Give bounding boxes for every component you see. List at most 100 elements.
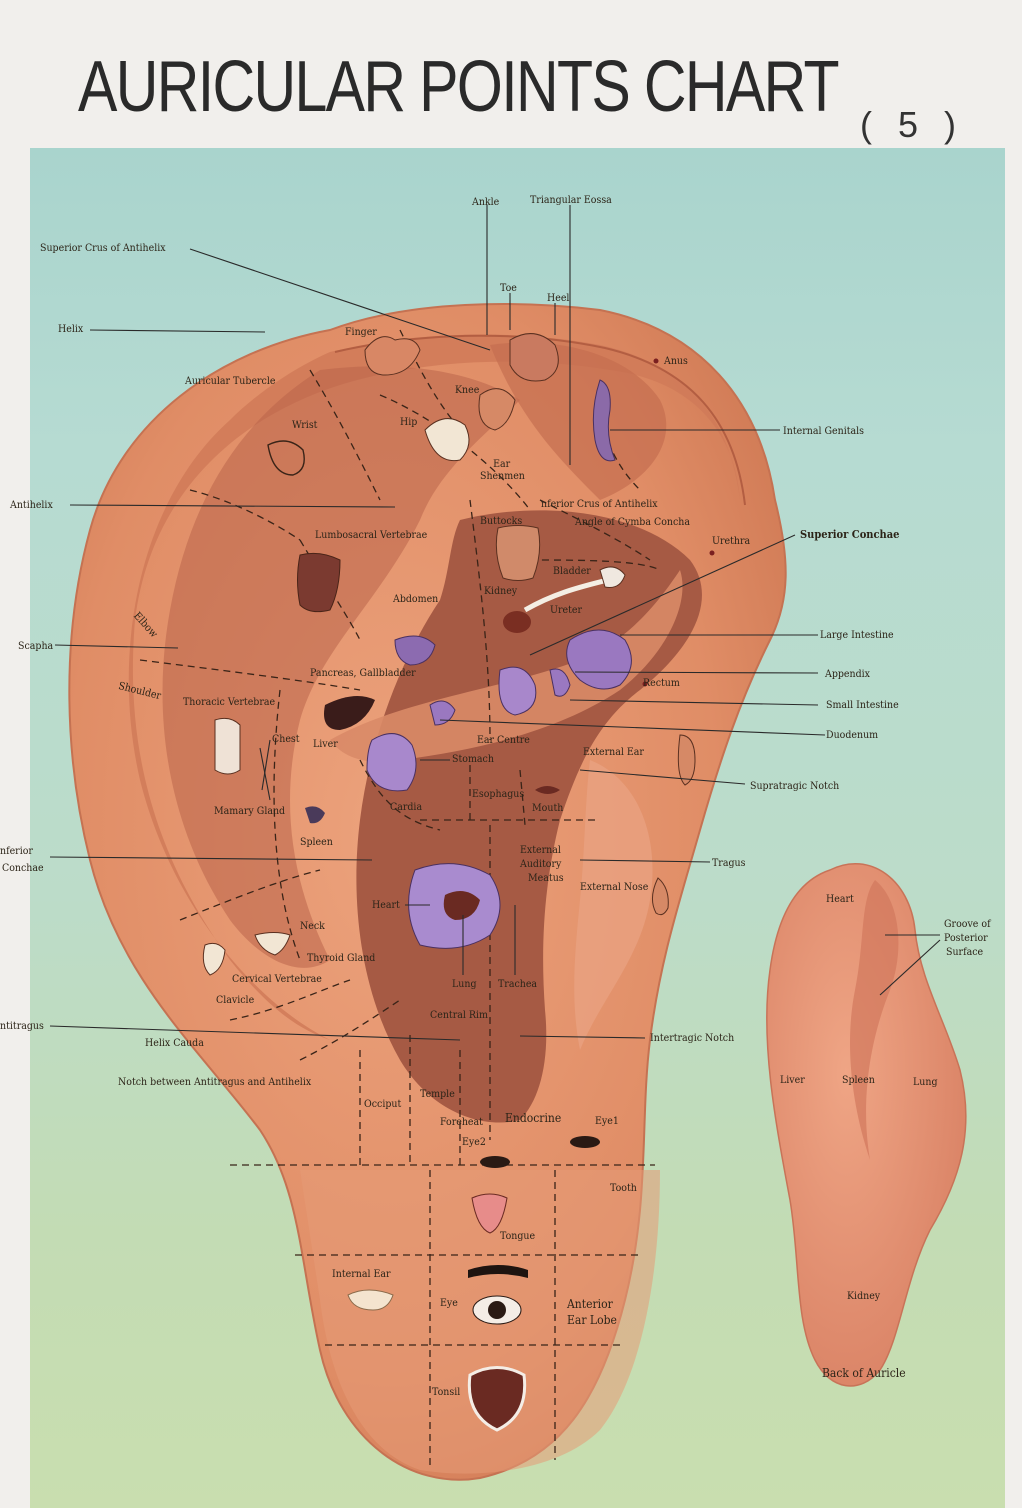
- label-bladder: Bladder: [553, 565, 591, 577]
- label-internal-genitals: Internal Genitals: [783, 425, 865, 437]
- organ-illustrations: [202, 333, 715, 1432]
- antihelix-region: [162, 366, 520, 968]
- label-thoracic: Thoracic Vertebrae: [183, 696, 276, 708]
- label-superior-conchae: Superior Conchae: [800, 528, 900, 541]
- genitals-drawing: [592, 379, 616, 462]
- zone-boundaries: [139, 329, 661, 1470]
- mouth-drawing: [535, 786, 560, 794]
- tonsil-drawing: [467, 1366, 527, 1432]
- triangular-fossa-region: [490, 342, 667, 500]
- clavicle-drawing: [202, 942, 226, 976]
- ear-lobe-region: [300, 1170, 660, 1474]
- lumbosacral-drawing: [297, 552, 341, 613]
- label-intertragic-notch: Intertragic Notch: [650, 1032, 735, 1044]
- label-large-intestine: Large Intestine: [820, 629, 894, 641]
- eye2-drawing: [480, 1156, 510, 1168]
- label-duodenum: Duodenum: [826, 729, 879, 741]
- tragus-region: [574, 760, 653, 1050]
- label-external-nose: External Nose: [580, 881, 649, 893]
- label-antitragus: ntitragus: [0, 1020, 44, 1032]
- plate-number: ( 5 ): [859, 104, 964, 145]
- eye1-drawing: [570, 1136, 600, 1148]
- label-tooth: Tooth: [610, 1182, 637, 1194]
- label-eye1: Eye1: [595, 1115, 619, 1127]
- tongue-drawing: [471, 1193, 508, 1234]
- label-external-auditory-line1: External: [520, 844, 561, 856]
- chest-drawing: [214, 717, 241, 775]
- finger-drawing: [364, 336, 421, 376]
- back-leader-lines: [879, 934, 941, 996]
- label-central-rim: Central Rim: [430, 1009, 488, 1021]
- label-stomach: Stomach: [452, 753, 494, 765]
- back-label-heart: Heart: [826, 893, 854, 905]
- label-ear-centre: Ear Centre: [477, 734, 530, 746]
- label-buttocks: Buttocks: [480, 515, 523, 527]
- nose-drawing: [652, 877, 669, 916]
- duodenum-drawing: [429, 700, 456, 726]
- label-inferior-conchae-line2: Conchae: [2, 862, 44, 874]
- heart-drawing: [443, 891, 480, 920]
- label-chest: Chest: [272, 733, 300, 745]
- bladder-drawing: [599, 566, 626, 588]
- label-auricular-tubercle: Auricular Tubercle: [185, 375, 276, 387]
- label-ankle: Ankle: [472, 196, 500, 208]
- label-esophagus: Esophagus: [472, 788, 525, 800]
- back-label-groove-line1: Groove of: [944, 918, 991, 930]
- back-label-groove-line3: Surface: [946, 946, 984, 958]
- label-inferior-crus: nferior Crus of Antihelix: [541, 498, 658, 510]
- label-small-intestine: Small Intestine: [826, 699, 899, 711]
- back-label-groove-line2: Posterior: [944, 932, 988, 944]
- label-heart: Heart: [372, 899, 400, 911]
- back-label-lung: Lung: [913, 1076, 938, 1088]
- back-label-spleen: Spleen: [842, 1074, 875, 1086]
- appendix-drawing: [549, 668, 571, 697]
- label-superior-crus: Superior Crus of Antihelix: [40, 242, 166, 254]
- stomach-drawing: [366, 733, 417, 792]
- eyebrow-drawing: [468, 1265, 528, 1278]
- liver-drawing: [324, 696, 375, 730]
- label-antihelix: Antihelix: [10, 499, 53, 511]
- cervical-drawing: [254, 932, 291, 956]
- label-helix-cauda: Helix Cauda: [145, 1037, 204, 1049]
- chart-title: AURICULAR POINTS CHART: [78, 47, 840, 127]
- label-trachea: Trachea: [498, 978, 538, 990]
- label-supratragic: Supratragic Notch: [750, 780, 840, 792]
- label-triangular-fossa: Triangular Eossa: [530, 194, 612, 206]
- label-heel: Heel: [547, 292, 570, 304]
- label-urethra: Urethra: [712, 535, 751, 547]
- leader-lines: [49, 205, 826, 1041]
- label-liver: Liver: [313, 738, 338, 750]
- rectum-marker: [642, 681, 648, 687]
- label-cardia: Cardia: [390, 801, 423, 813]
- label-endocrine: Endocrine: [505, 1111, 562, 1125]
- large-intestine-drawing: [566, 629, 632, 690]
- helix-rim-line: [334, 334, 746, 506]
- label-external-auditory-line2: Auditory: [520, 858, 562, 870]
- label-helix: Helix: [58, 323, 84, 335]
- label-internal-ear: Internal Ear: [332, 1268, 391, 1280]
- label-notch-between: Notch between Antitragus and Antihelix: [118, 1076, 312, 1088]
- label-external-ear: External Ear: [583, 746, 644, 758]
- label-rectum: Rectum: [643, 677, 680, 689]
- helix-crus-region: [330, 570, 683, 762]
- label-eye: Eye: [440, 1297, 458, 1309]
- knee-drawing: [478, 388, 516, 431]
- pancreas-drawing: [394, 635, 436, 666]
- label-thyroid: Thyroid Gland: [307, 952, 376, 964]
- back-label-caption: Back of Auricle: [822, 1366, 906, 1380]
- label-inferior-conchae-line1: nferior: [0, 845, 33, 857]
- label-abdomen: Abdomen: [393, 593, 439, 605]
- label-temple: Temple: [420, 1088, 455, 1100]
- label-lung: Lung: [452, 978, 477, 990]
- label-pancreas: Pancreas, Gallbladder: [310, 667, 416, 679]
- label-finger: Finger: [345, 326, 377, 338]
- label-wrist: Wrist: [292, 419, 318, 431]
- hip-drawing: [424, 418, 470, 462]
- label-knee: Knee: [455, 384, 480, 396]
- eye-pupil-drawing: [488, 1301, 506, 1319]
- label-ear-shenmen: Ear Shenmen: [480, 458, 525, 482]
- back-label-liver: Liver: [780, 1074, 805, 1086]
- label-eye2: Eye2: [462, 1136, 486, 1148]
- label-neck: Neck: [300, 920, 325, 932]
